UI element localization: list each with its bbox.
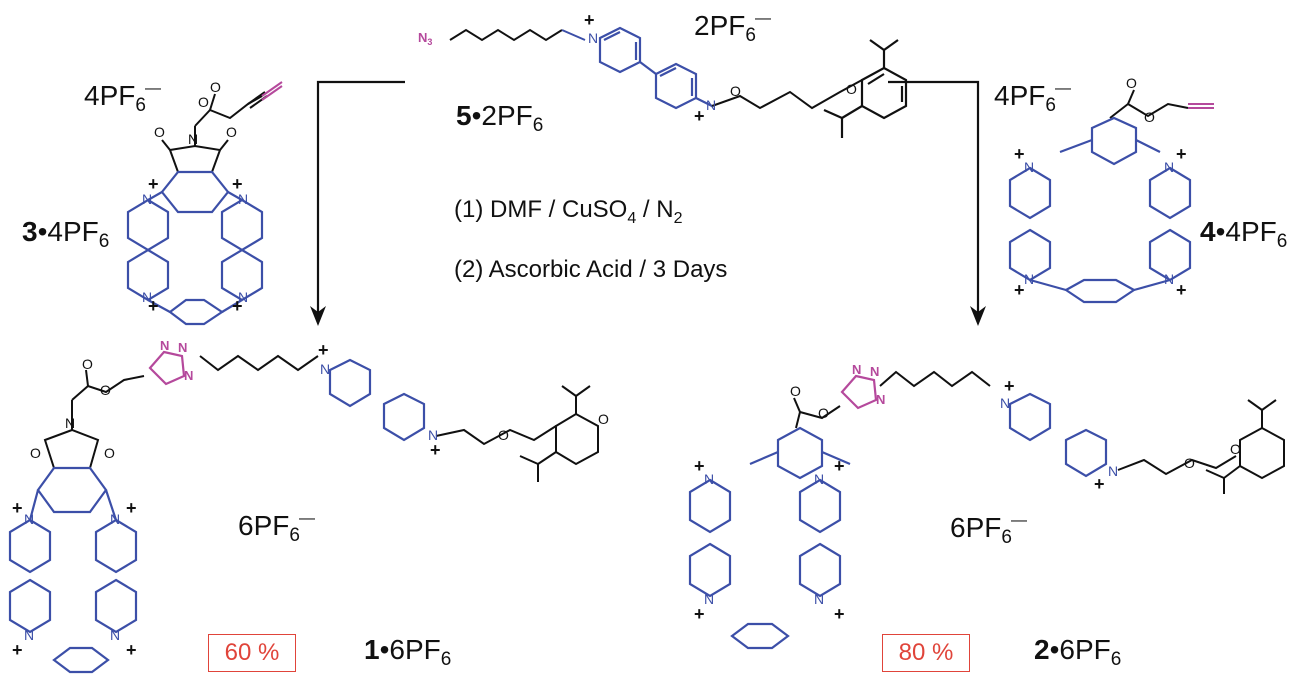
plus-sign-4c: + [1014,280,1025,300]
plus-sign-2c: + [694,456,705,476]
atom-n-2e: N [704,591,714,607]
atom-n-5a: N [588,30,598,46]
plus-sign-3b: + [232,174,243,194]
atom-o-4a: O [1126,75,1137,91]
triazole-n-2b: N [870,364,879,379]
plus-sign-2f: + [834,604,845,624]
compound-3-structure [126,81,283,326]
atom-labels: O O N O O O O O O O O N O O O O O O O O [30,75,1241,471]
plus-sign-1d: + [126,498,137,518]
yield-box-2: 80 % [882,634,970,672]
atom-n-2b: N [1108,463,1118,479]
counterion-5: 2PF6— [694,10,771,46]
plus-sign-2a: + [1004,376,1015,396]
atom-o-1a: O [82,356,93,372]
atom-n-1e: N [24,627,34,643]
condition-step-2: (2) Ascorbic Acid / 3 Days [454,256,728,283]
plus-sign-4d: + [1176,280,1187,300]
triazole-n-2a: N [852,362,861,377]
product-2-label: 2•6PF6 [1034,634,1122,670]
compound-4-label: 4•4PF6 [1200,216,1288,252]
atom-o-2d: O [1230,441,1241,457]
counterion-3: 4PF6— [84,80,161,116]
triazole-n-2c: N [876,392,885,407]
atom-o-2b: O [818,405,829,421]
atom-o-3c: O [154,124,165,140]
atom-o-1b: O [100,382,111,398]
triazole-n-1c: N [184,368,193,383]
atom-n-3d: N [238,289,248,305]
plus-sign-5b: + [694,106,705,126]
atom-n-1f: N [110,627,120,643]
atom-n-3c: N [142,289,152,305]
atom-n-1b: N [428,427,438,443]
yield-box-1: 60 % [208,634,296,672]
compound-3-label: 3•4PF6 [22,216,110,252]
azide-n: N [418,30,428,45]
plus-sign-2d: + [834,456,845,476]
plus-sign-4a: + [1014,144,1025,164]
condition-step-1: (1) DMF / CuSO4 / N2 [454,196,683,227]
atom-o-5b: O [846,81,857,97]
atom-o-3b: O [210,79,221,95]
counterion-2: 6PF6— [950,512,1027,548]
atom-n-4a: N [1024,159,1034,175]
atom-o-1c: O [30,445,41,461]
pyridinium-n-labels: N N N N N N N N N N N N N N N N N N N N … [24,30,1174,643]
atom-n-3b: N [238,191,248,207]
atom-n-2d: N [814,471,824,487]
atom-n-3: N [188,131,198,147]
plus-sign-3a: + [148,174,159,194]
plus-sign-2e: + [694,604,705,624]
plus-sign-4b: + [1176,144,1187,164]
atom-n-5b: N [706,97,716,113]
azide-sub: 3 [427,37,433,47]
plus-sign-1b: + [430,440,441,460]
atom-o-2c: O [1184,455,1195,471]
plus-sign-3c: + [148,296,159,316]
atom-n-3a: N [142,191,152,207]
plus-sign-3d: + [232,296,243,316]
compound-4-structure [1008,89,1214,304]
atom-o-3a: O [198,94,209,110]
counterion-4: 4PF6— [994,80,1071,116]
plus-sign-2b: + [1094,474,1105,494]
plus-sign-1e: + [12,640,23,660]
atom-n-1a: N [320,361,330,377]
atom-n-1: N [65,415,75,431]
product-1-structure [8,350,599,674]
atom-o-2a: O [790,383,801,399]
atom-o-1e: O [498,427,509,443]
counterion-1: 6PF6— [238,510,315,546]
plus-sign-1f: + [126,640,137,660]
atom-o-1d: O [104,445,115,461]
atom-n-2f: N [814,591,824,607]
atom-n-2a: N [1000,395,1010,411]
triazole-n-1a: N [160,338,169,353]
atom-n-4c: N [1024,271,1034,287]
left-reaction-arrow [310,80,405,326]
atom-n-1c: N [24,511,34,527]
atom-n-2c: N [704,471,714,487]
atom-o-5a: O [730,83,741,99]
product-1-label: 1•6PF6 [364,634,452,670]
product-2-structure [688,370,1285,650]
atom-n-1d: N [110,511,120,527]
triazole-n-labels: N N N N N N [160,338,885,407]
atom-o-1f: O [598,411,609,427]
triazole-n-1b: N [178,340,187,355]
azide-label: N3 [418,30,432,47]
right-reaction-arrow [888,80,986,326]
atom-n-4b: N [1164,159,1174,175]
plus-sign-1c: + [12,498,23,518]
compound-5-structure [449,26,908,138]
atom-o-4b: O [1144,109,1155,125]
compound-5-label: 5•2PF6 [456,100,544,136]
plus-sign-1a: + [318,340,329,360]
atom-n-4d: N [1164,271,1174,287]
plus-sign-5a: + [584,10,595,30]
atom-o-3d: O [226,124,237,140]
